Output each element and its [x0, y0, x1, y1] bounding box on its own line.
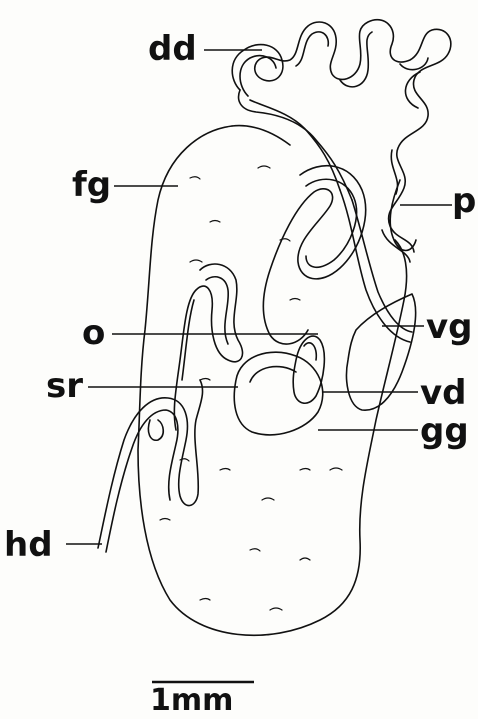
coiled-duct [232, 20, 451, 252]
label-p: p [452, 184, 476, 218]
label-o: o [82, 316, 105, 350]
genital-gland [293, 336, 324, 403]
label-gg: gg [420, 414, 469, 448]
hermaphrodite-duct [98, 380, 203, 548]
fertilization-gland-outline [138, 126, 407, 635]
label-dd: dd [148, 32, 197, 66]
label-sr: sr [46, 369, 83, 403]
scale-bar-label: 1mm [150, 686, 233, 716]
label-vd: vd [420, 376, 467, 410]
label-hd: hd [4, 528, 53, 562]
label-fg: fg [72, 168, 111, 202]
seminal-receptacle [234, 352, 322, 435]
label-vg: vg [426, 310, 473, 344]
